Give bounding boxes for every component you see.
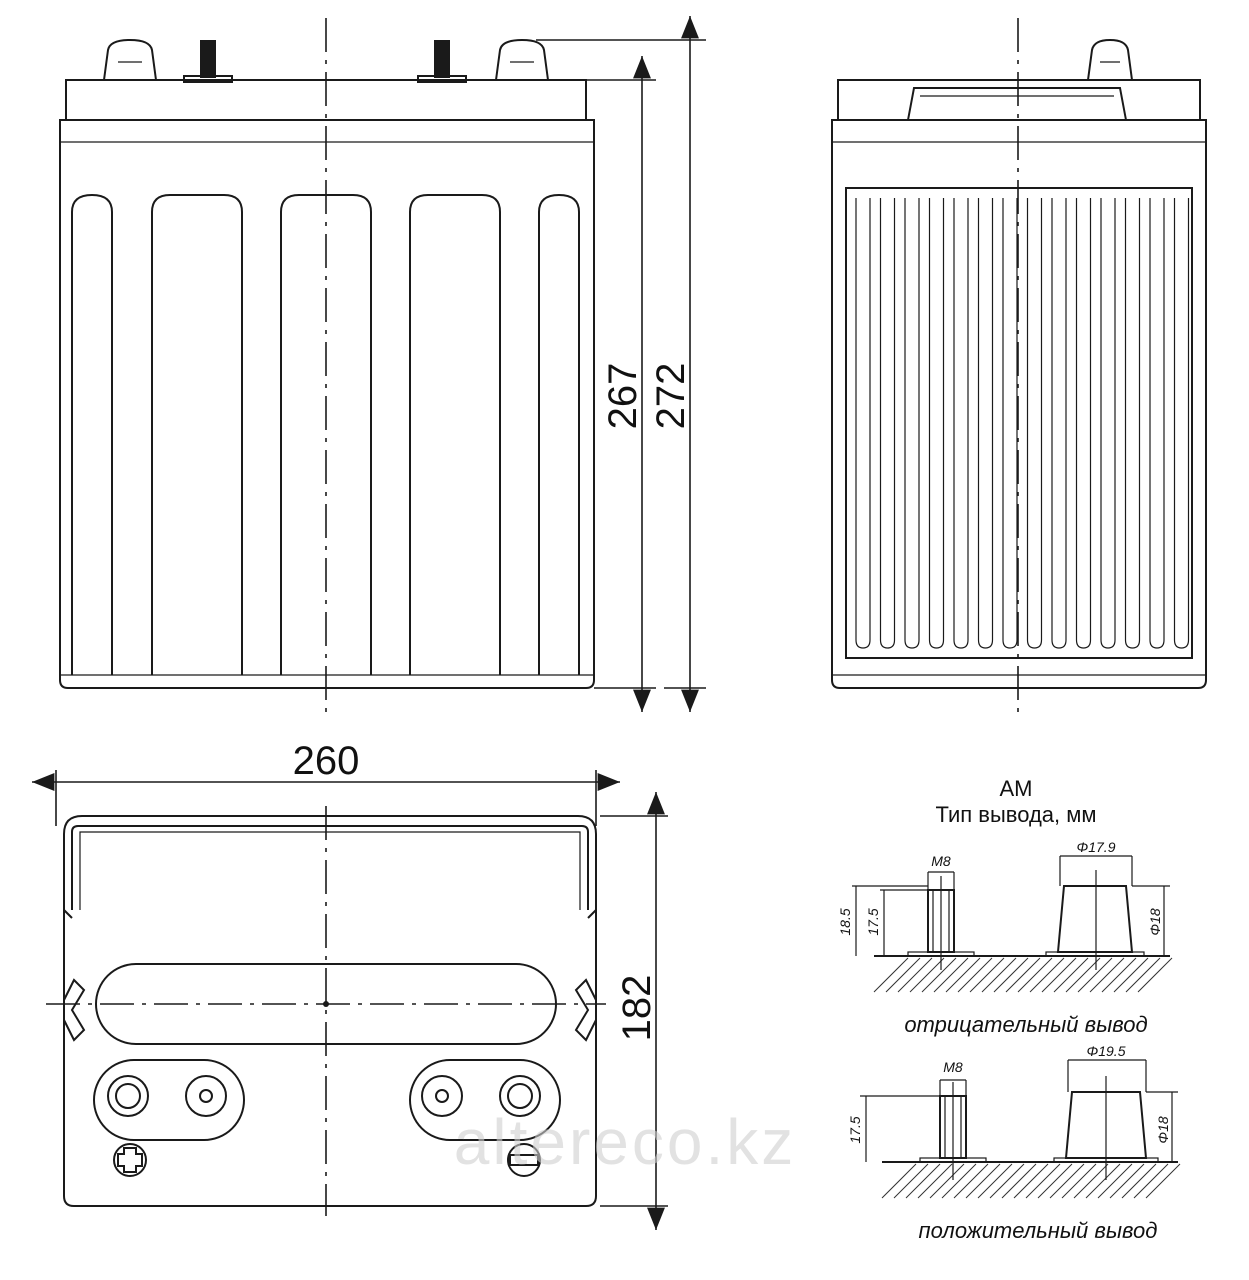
side-fin: [1026, 198, 1043, 649]
ground-hatch-line: [1049, 1163, 1085, 1199]
ground-hatch-line: [885, 957, 921, 993]
top-dimensions: 260 182: [32, 739, 668, 1230]
negative-top-diameter: Φ17.9: [1077, 839, 1116, 855]
positive-polarity-icon: [113, 1143, 147, 1177]
ground-hatch-line: [1089, 957, 1125, 993]
ground-hatch-line: [1005, 957, 1041, 993]
ground-hatch-line: [945, 957, 981, 993]
ground-hatch-line: [1077, 957, 1113, 993]
side-fins: [855, 198, 1190, 649]
negative-thread-label: M8: [931, 853, 951, 869]
front-terminals: [102, 38, 550, 83]
ground-hatch-line: [1125, 957, 1161, 993]
side-fin: [1051, 198, 1067, 649]
ground-hatch-line: [1113, 957, 1149, 993]
ground-hatch-line: [993, 957, 1029, 993]
side-fin: [953, 198, 969, 649]
ground-hatch-line: [1137, 957, 1173, 993]
dimension-260: 260: [293, 739, 360, 783]
positive-terminal-caption: положительный вывод: [919, 1218, 1158, 1243]
dimension-182: 182: [615, 975, 659, 1042]
ground-hatch-line: [1053, 957, 1089, 993]
side-fin: [1149, 198, 1165, 649]
ground-hatch-line: [873, 957, 909, 993]
height-dimensions: 267 272: [536, 16, 706, 712]
ground-hatch-line: [957, 957, 993, 993]
side-fin: [928, 198, 945, 649]
ground-hatch-line: [1001, 1163, 1037, 1199]
negative-height-post: 17.5: [865, 908, 881, 935]
ground-hatch-line: [1013, 1163, 1049, 1199]
positive-thread-label: M8: [943, 1059, 963, 1075]
ground-hatch-line: [929, 1163, 965, 1199]
ground-hatch-line: [1097, 1163, 1133, 1199]
terminal-type-subtitle: Тип вывода, мм: [935, 802, 1096, 827]
ground-hatch-line: [969, 957, 1005, 993]
watermark: altereco.kz: [454, 1106, 796, 1178]
terminal-type-code: AM: [1000, 776, 1033, 801]
side-fin: [977, 198, 994, 649]
ground-hatch-line: [917, 1163, 953, 1199]
ground-hatch-line: [1065, 957, 1101, 993]
dimension-267: 267: [601, 363, 645, 430]
positive-height-post: 17.5: [847, 1116, 863, 1143]
ground-hatch-line: [1061, 1163, 1097, 1199]
side-view: [831, 18, 1207, 720]
front-view: [59, 18, 595, 720]
positive-side-diameter: Φ18: [1155, 1116, 1171, 1144]
ground-hatch-line: [1133, 1163, 1169, 1199]
ground-hatch-line: [1041, 957, 1077, 993]
top-terminals: [107, 1075, 541, 1117]
side-fin: [855, 198, 871, 649]
ground-hatch-line: [1109, 1163, 1145, 1199]
ground-hatch-line: [921, 957, 957, 993]
ground-hatch-line: [1025, 1163, 1061, 1199]
ground-hatch-line: [965, 1163, 1001, 1199]
ground-hatch-line: [1037, 1163, 1073, 1199]
negative-terminal-detail: M8 18.5 17.5 Φ17.9 Φ18 отрицательный выв…: [837, 839, 1173, 1037]
side-fin: [1100, 198, 1116, 649]
ground-hatch-line: [981, 957, 1017, 993]
ground-hatch-line: [1029, 957, 1065, 993]
negative-side-diameter: Φ18: [1147, 908, 1163, 936]
ground-hatch-line: [1017, 957, 1053, 993]
ground-hatch-line: [905, 1163, 941, 1199]
ground-hatch-line: [941, 1163, 977, 1199]
ground-hatch-line: [1145, 1163, 1181, 1199]
ground-hatch-line: [1073, 1163, 1109, 1199]
side-fin: [879, 198, 896, 649]
ground-hatch-line: [897, 957, 933, 993]
ground-hatch-line: [953, 1163, 989, 1199]
ground-hatch-line: [1101, 957, 1137, 993]
positive-terminal-detail: M8 17.5 Φ19.5 Φ18 положительный вывод: [847, 1043, 1181, 1243]
side-fin: [1124, 198, 1141, 649]
negative-terminal-caption: отрицательный вывод: [904, 1012, 1147, 1037]
ground-hatch-line: [977, 1163, 1013, 1199]
terminal-detail: AM Тип вывода, мм M8 18.5 17.5: [837, 776, 1181, 1243]
negative-polarity-icon: [507, 1143, 541, 1177]
ground-hatch-line: [1121, 1163, 1157, 1199]
side-fin: [1075, 198, 1092, 649]
negative-height-total: 18.5: [837, 908, 853, 935]
ground-hatch-line: [893, 1163, 929, 1199]
side-fin: [1002, 198, 1018, 649]
ground-hatch-line: [909, 957, 945, 993]
dimension-272: 272: [649, 363, 693, 430]
side-fin: [904, 198, 920, 649]
ground-hatch-line: [933, 957, 969, 993]
ground-hatch-line: [881, 1163, 917, 1199]
side-fin: [1173, 198, 1190, 649]
positive-top-diameter: Φ19.5: [1087, 1043, 1126, 1059]
ground-hatch-line: [989, 1163, 1025, 1199]
ground-hatch-line: [1085, 1163, 1121, 1199]
top-view: [46, 806, 606, 1216]
